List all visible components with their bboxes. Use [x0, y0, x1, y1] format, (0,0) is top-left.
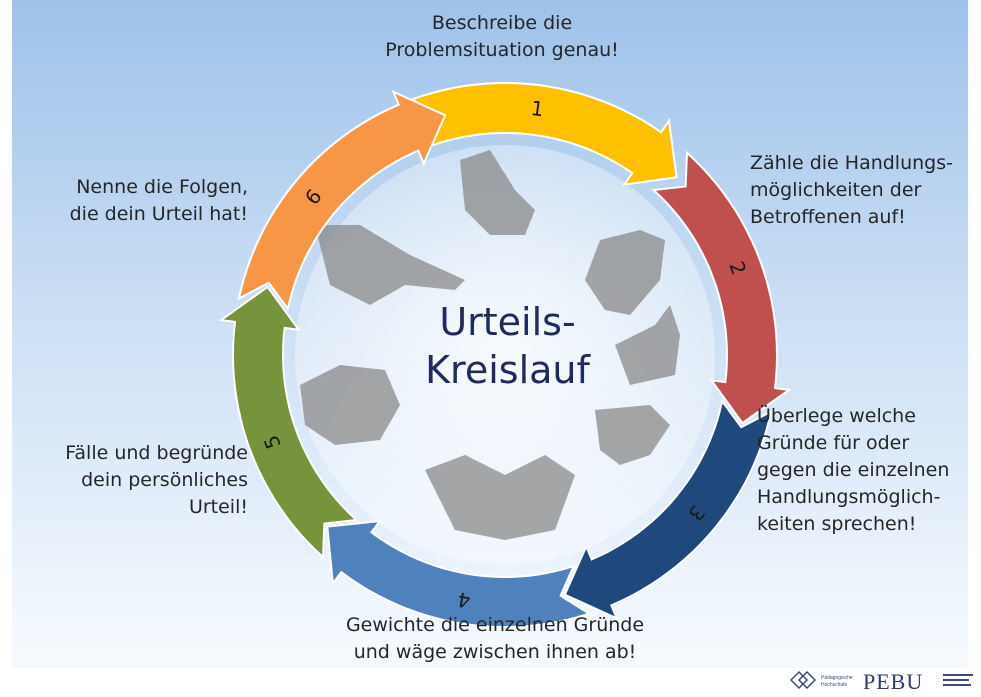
pebu-logo-mark: Pädagogische Hochschule PEBU — [785, 668, 981, 692]
logo-wordmark: PEBU — [863, 669, 923, 692]
step-3-label: Überlege welche Gründe für oder gegen di… — [757, 403, 967, 538]
step-6-label: Nenne die Folgen, die dein Urteil hat! — [30, 174, 248, 228]
cycle-title: Urteils- Kreislauf — [395, 298, 620, 394]
step-2-label: Zähle die Handlungs- möglichkeiten der B… — [750, 150, 975, 231]
step-4-label: Gewichte die einzelnen Gründe und wäge z… — [325, 612, 665, 666]
svg-text:Pädagogische: Pädagogische — [821, 675, 853, 681]
title-line-2: Kreislauf — [395, 346, 620, 394]
step-5-label: Fälle und begründe dein persönliches Urt… — [30, 440, 248, 521]
pebu-logo: Pädagogische Hochschule PEBU — [785, 668, 981, 692]
title-line-1: Urteils- — [395, 298, 620, 346]
svg-text:Hochschule: Hochschule — [821, 682, 847, 688]
step-1-label: Beschreibe die Problemsituation genau! — [372, 10, 632, 64]
